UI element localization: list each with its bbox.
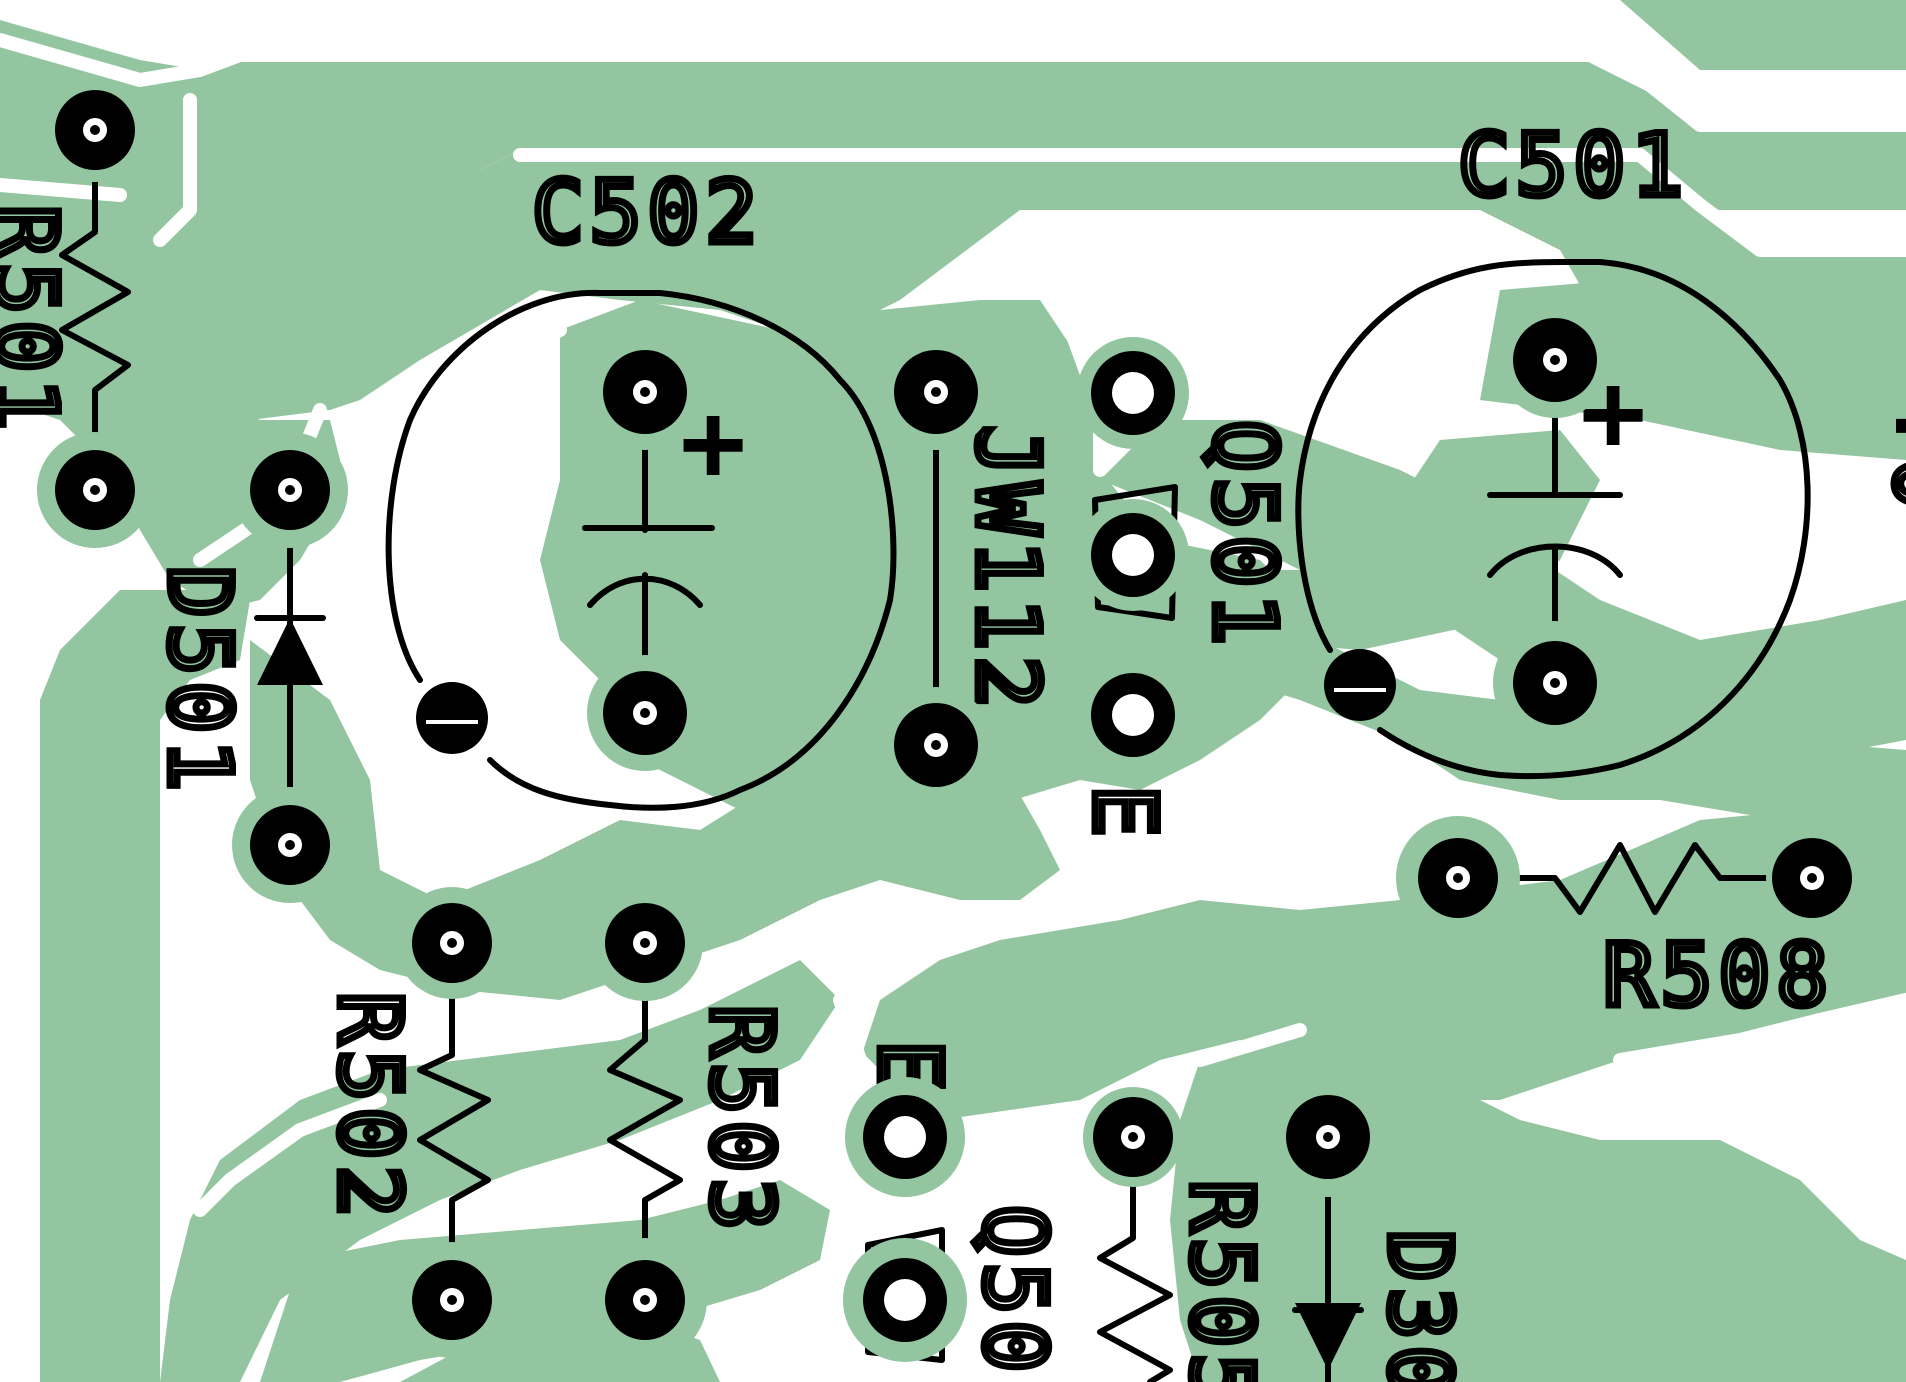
pad-q501-b: [1077, 499, 1189, 611]
pad-jw112-bottom: [878, 687, 994, 803]
pad-c502-minus: [587, 655, 703, 771]
pad-r503-bottom: [583, 1238, 707, 1362]
label-q501: Q501: [1194, 420, 1294, 651]
pad-d501-top: [232, 432, 348, 548]
pad-d501-bottom: [232, 787, 348, 903]
label-c501: C501: [1458, 116, 1689, 216]
pad-jw112-top: [878, 334, 994, 450]
label-q501-e: E: [1074, 785, 1174, 843]
label-r505: R505: [1171, 1180, 1271, 1382]
resistor-r502: R502: [316, 967, 491, 1303]
pad-c502-plus: [587, 334, 703, 450]
label-d501: D501: [149, 566, 249, 797]
capacitor-c502: + C502: [385, 160, 897, 811]
label-jw112: JW112: [957, 425, 1057, 714]
c502-minus-mark: [416, 682, 488, 754]
resistor-r503: R503: [607, 967, 795, 1303]
pad-r508-left: [1396, 816, 1520, 940]
label-c502: C502: [532, 163, 763, 263]
pad-d30x-top: [1268, 1077, 1388, 1197]
pad-q501-e: [1077, 659, 1189, 771]
pad-c501-plus: [1497, 302, 1613, 418]
label-r508: R508: [1603, 926, 1834, 1026]
pad-q501-c: [1077, 337, 1189, 449]
pad-q50x-e: [845, 1077, 965, 1197]
pad-r501-top: [43, 78, 147, 182]
diode-d30x: D30: [1292, 1137, 1473, 1382]
label-r501: R501: [0, 205, 75, 436]
jumper-jw112: JW112: [933, 389, 1061, 748]
label-r502: R502: [319, 992, 419, 1223]
label-r503: R503: [691, 1005, 791, 1236]
resistor-r501: R501: [0, 127, 131, 493]
transistor-q501: Q501 E: [1071, 417, 1298, 847]
pad-r505-top: [1083, 1087, 1183, 1187]
label-edge-right: +0: [1874, 400, 1906, 516]
pad-q50x-b: [843, 1238, 967, 1362]
resistor-r505: R505: [1097, 1137, 1275, 1382]
pad-r502-top: [396, 887, 508, 999]
capacitor-c501: + C501: [1295, 113, 1811, 780]
pad-r501-bottom: [37, 432, 153, 548]
pad-r503-top: [587, 885, 703, 1001]
label-d30x: D30: [1369, 1230, 1469, 1382]
pad-r502-bottom: [394, 1242, 510, 1358]
pad-c501-minus: [1493, 621, 1617, 745]
resistor-r508: R508: [1462, 842, 1834, 1030]
label-q50x: Q50: [964, 1205, 1064, 1378]
edge-label-right: +0: [1871, 397, 1906, 520]
pads: [37, 78, 1858, 1362]
pad-r508-right: [1766, 832, 1858, 924]
diode-d501: D501: [146, 487, 326, 848]
c501-minus-mark: [1324, 649, 1396, 721]
